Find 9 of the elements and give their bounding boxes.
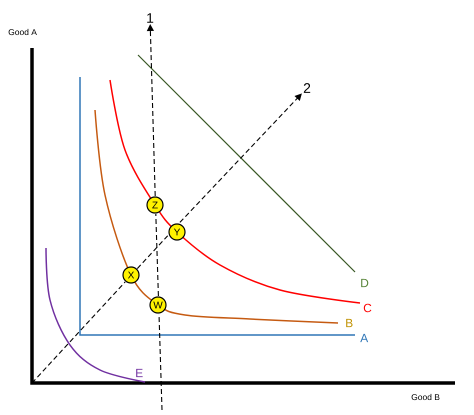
- axis-label: Good B: [412, 394, 440, 400]
- curve-label: D: [361, 278, 368, 288]
- line-label: 1: [147, 13, 154, 23]
- curve-label: C: [364, 304, 372, 312]
- curve-label: E: [136, 368, 143, 378]
- axis-label: Good A: [8, 28, 37, 36]
- line-label: 2: [304, 83, 310, 93]
- curve-label: A: [360, 334, 368, 342]
- curve-label: B: [346, 318, 353, 328]
